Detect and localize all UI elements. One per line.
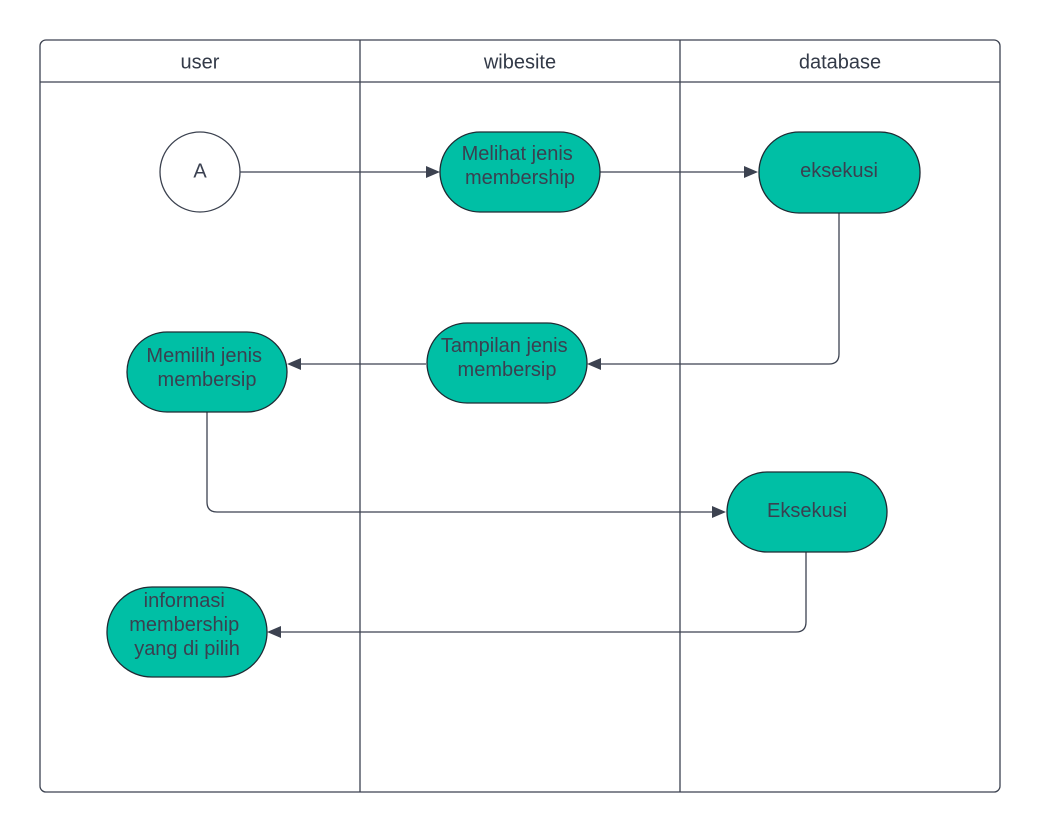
node-label-line: membership: [465, 167, 575, 189]
arrowhead-icon: [267, 626, 281, 638]
lane-title-database: database: [799, 51, 881, 73]
lane-title-user: user: [181, 51, 220, 73]
node-label: Memilih jenis membersip: [146, 345, 267, 391]
node-shape: [106, 586, 268, 678]
node-label-line: Eksekusi: [767, 500, 847, 522]
node-label-line: informasi: [144, 590, 225, 612]
node-label: Eksekusi: [767, 500, 847, 522]
node-tampilan-jenis-membersip: Tampilan jenis membersip: [426, 322, 588, 404]
node-shape: [426, 322, 588, 404]
start-node: A: [159, 131, 241, 213]
arrowhead-icon: [744, 166, 758, 178]
node-label-line: Tampilan jenis: [441, 335, 568, 357]
node-eksekusi-2: Eksekusi: [726, 471, 888, 553]
node-shape: [726, 471, 888, 553]
node-shape: [126, 331, 288, 413]
node-label: informasi membership yang di pilih: [129, 590, 245, 660]
frame-border: [39, 39, 1001, 793]
start-circle: [159, 131, 241, 213]
start-node-label: A: [193, 160, 207, 182]
node-eksekusi: eksekusi: [758, 131, 921, 214]
arrowhead-icon: [287, 358, 301, 370]
node-label-line: membership: [129, 614, 239, 636]
node-label-line: Memilih jenis: [146, 345, 262, 367]
arrowhead-icon: [426, 166, 440, 178]
swimlane-frame: [39, 39, 1001, 793]
node-label-line: Melihat jenis: [462, 143, 573, 165]
arrowhead-icon: [712, 506, 726, 518]
lane-headers: user wibesite database: [181, 51, 882, 73]
connector-memilih-to-eksekusi2: [206, 412, 715, 513]
node-label: Tampilan jenis membersip: [441, 335, 573, 381]
node-label: eksekusi: [800, 160, 878, 182]
node-shape: [758, 131, 921, 214]
node-label-line: membersip: [158, 369, 257, 391]
node-melihat-jenis-membership: Melihat jenis membership: [439, 131, 601, 213]
node-label-line: membersip: [458, 359, 557, 381]
connectors: [206, 166, 840, 638]
node-shape: [439, 131, 601, 213]
node-label-line: eksekusi: [800, 160, 878, 182]
connector-eksekusi-to-tampilan: [598, 213, 840, 365]
node-label-line: yang di pilih: [134, 638, 240, 660]
node-informasi-membership: informasi membership yang di pilih: [106, 586, 268, 678]
node-memilih-jenis-membersip: Memilih jenis membersip: [126, 331, 288, 413]
arrowhead-icon: [587, 358, 601, 370]
lane-title-wibesite: wibesite: [483, 51, 556, 73]
node-label: Melihat jenis membership: [462, 143, 579, 189]
connector-eksekusi2-to-informasi: [278, 552, 807, 633]
